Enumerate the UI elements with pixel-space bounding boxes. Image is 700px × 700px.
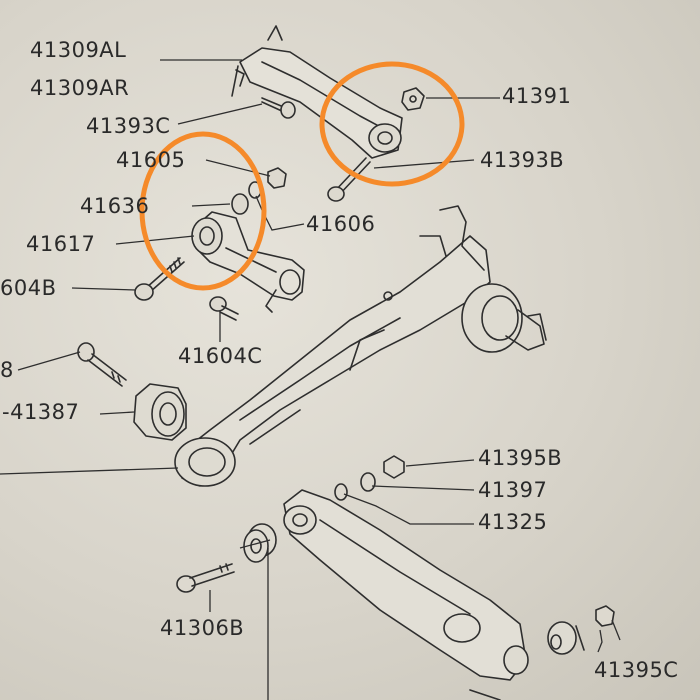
label-41393B: 41393B (480, 148, 565, 172)
nut-41391 (401, 87, 425, 111)
label-41605: 41605 (116, 148, 186, 172)
label-41604B: 604B (0, 276, 57, 300)
label-41387: -41387 (2, 400, 80, 424)
leader-lines (0, 59, 621, 700)
label-41325: 41325 (478, 510, 548, 534)
nut-41605 (267, 167, 287, 189)
label-41395C: 41395C (594, 658, 679, 682)
label-41391: 41391 (502, 84, 572, 108)
label-41397: 41397 (478, 478, 548, 502)
upper-arm-41309 (231, 25, 403, 159)
label-8: 8 (0, 358, 14, 382)
washer-41397 (334, 472, 376, 501)
nut-41395B (383, 455, 405, 479)
label-41604C: 41604C (178, 344, 263, 368)
label-41309AL: 41309AL (30, 38, 127, 62)
bolt-41604C (209, 296, 239, 321)
label-41393C: 41393C (86, 114, 171, 138)
bolt-41604B (134, 257, 185, 301)
highlight-circles (139, 61, 465, 291)
bolt-8 (77, 342, 127, 387)
lower-arm-41325 (283, 489, 529, 700)
bolt-41306B (176, 563, 235, 593)
label-41395B: 41395B (478, 446, 563, 470)
label-41306B: 41306B (160, 616, 245, 640)
highlight-circle-link-bushing (139, 131, 267, 291)
label-41636: 41636 (80, 194, 150, 218)
highlight-circle-upper-arm-bushing (319, 61, 465, 187)
label-41606: 41606 (306, 212, 376, 236)
bushing-41325 (243, 523, 277, 563)
trailing-arm (174, 205, 547, 487)
washer-41636 (231, 181, 262, 215)
label-41617: 41617 (26, 232, 96, 256)
bushing-41387 (133, 383, 187, 441)
bolt-41393C (261, 97, 296, 119)
bushing-41395C (547, 621, 585, 655)
label-41309AR: 41309AR (30, 76, 130, 100)
nut-41395C (595, 605, 615, 627)
